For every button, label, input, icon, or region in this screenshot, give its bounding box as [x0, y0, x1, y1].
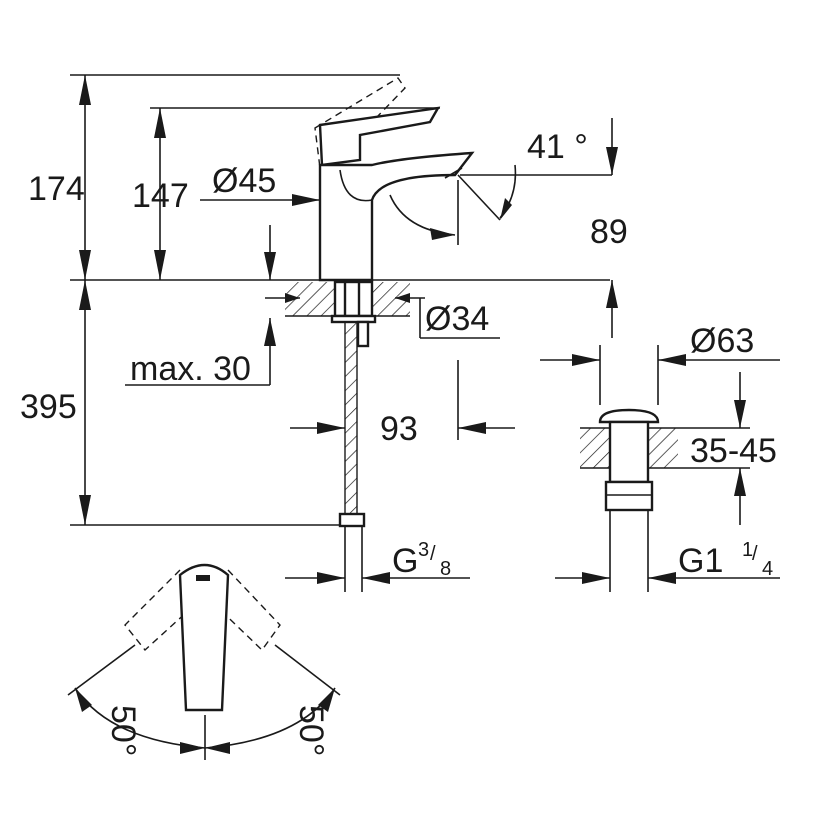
- label-g-numerator: 3: [418, 539, 429, 561]
- label-g: G: [392, 542, 418, 580]
- label-50-right: 50°: [292, 705, 330, 756]
- label-174: 174: [28, 170, 85, 208]
- lever-top-view: [67, 563, 341, 760]
- label-max-30: max. 30: [130, 350, 251, 388]
- label-g1-denominator: 4: [762, 558, 773, 580]
- dimension-lever-angle: [389, 164, 612, 245]
- dimension-hose-offset: [290, 360, 515, 440]
- fraction-slash: /: [430, 543, 436, 565]
- label-50-left: 50°: [104, 705, 142, 756]
- label-147: 147: [132, 177, 189, 215]
- dimension-max-deck: [125, 225, 500, 386]
- label-g1: G1: [678, 542, 723, 580]
- dimension-spout-height: [150, 107, 440, 280]
- label-diameter-63: Ø63: [690, 322, 754, 360]
- faucet-body: [314, 77, 475, 282]
- label-35-45: 35-45: [690, 432, 777, 470]
- label-41-degrees: 41 °: [527, 128, 588, 166]
- popup-drain: [540, 345, 780, 592]
- label-diameter-45: Ø45: [212, 162, 276, 200]
- dimension-spout-reach: [606, 118, 618, 338]
- label-395: 395: [20, 388, 77, 426]
- label-g-denominator: 8: [440, 558, 451, 580]
- label-89: 89: [590, 213, 628, 251]
- label-g1-numerator: 1: [742, 539, 753, 561]
- supply-hose: [338, 321, 366, 592]
- dimension-hose-thread: [285, 572, 470, 584]
- label-93: 93: [380, 410, 418, 448]
- label-diameter-34: Ø34: [425, 300, 489, 338]
- dimension-body-diameter: [200, 194, 320, 206]
- fraction-slash-2: /: [752, 543, 758, 565]
